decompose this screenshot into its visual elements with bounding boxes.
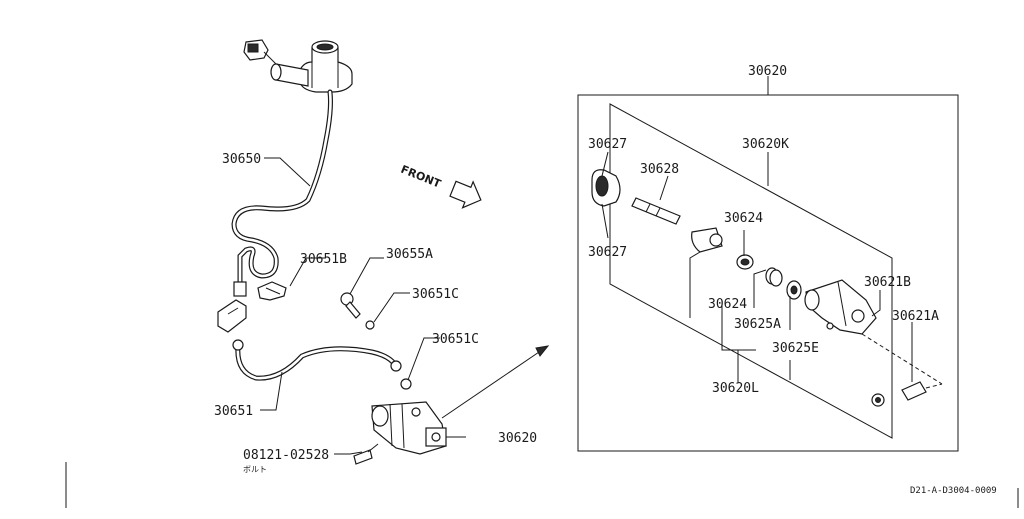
release-cylinder-30620-part [371,401,447,455]
washer-30651c-lower-part [400,378,412,390]
washer-30651c-upper-part [365,320,375,330]
label-30621a: 30621A [892,309,939,324]
bleeder-30621a-part [871,381,927,407]
label-30628: 30628 [640,162,679,177]
label-30651c-upper: 30651C [412,287,459,302]
cup-30625e-part [786,280,802,300]
label-30627-top: 30627 [588,137,627,152]
label-30621b: 30621B [864,275,911,290]
bolt-08121-part [353,443,379,465]
diagram-reference: D21-A-D3004-0009 [910,486,997,496]
bracket [217,299,247,333]
clip-30651b-part [257,281,287,301]
explode-arrow [441,349,543,419]
label-30627-bottom: 30627 [588,245,627,260]
label-30620-assembly: 30620 [748,64,787,79]
pushrod-30628-part [631,197,681,225]
piston-30624-part [691,227,754,270]
label-30651c-lower: 30651C [432,332,479,347]
label-30650: 30650 [222,152,261,167]
label-30624-top: 30624 [724,211,763,226]
master-cylinder [243,39,353,93]
label-30624-bottom: 30624 [708,297,747,312]
cylinder-body-part [804,279,877,335]
clutch-hose-30650 [231,89,333,297]
label-30655a: 30655A [386,247,433,262]
front-indicator: FRONT [399,163,482,209]
label-30620l: 30620L [712,381,759,396]
exploded-view-frame [577,76,959,452]
label-30625a: 30625A [734,317,781,332]
explode-arrow-head [535,345,550,357]
label-30620: 30620 [498,431,537,446]
label-bolt-jp: ボルト [243,465,267,474]
label-08121-02528: 08121-02528 [243,448,329,463]
label-30651b: 30651B [300,252,347,267]
label-30620k: 30620K [742,137,789,152]
bleeder-30655a-part [340,292,361,319]
spring-30625a-part [765,267,783,287]
boot-30627-part [591,169,621,207]
tube-30651-part [232,339,402,381]
label-30651: 30651 [214,404,253,419]
label-30625e: 30625E [772,341,819,356]
front-label: FRONT [399,163,443,191]
